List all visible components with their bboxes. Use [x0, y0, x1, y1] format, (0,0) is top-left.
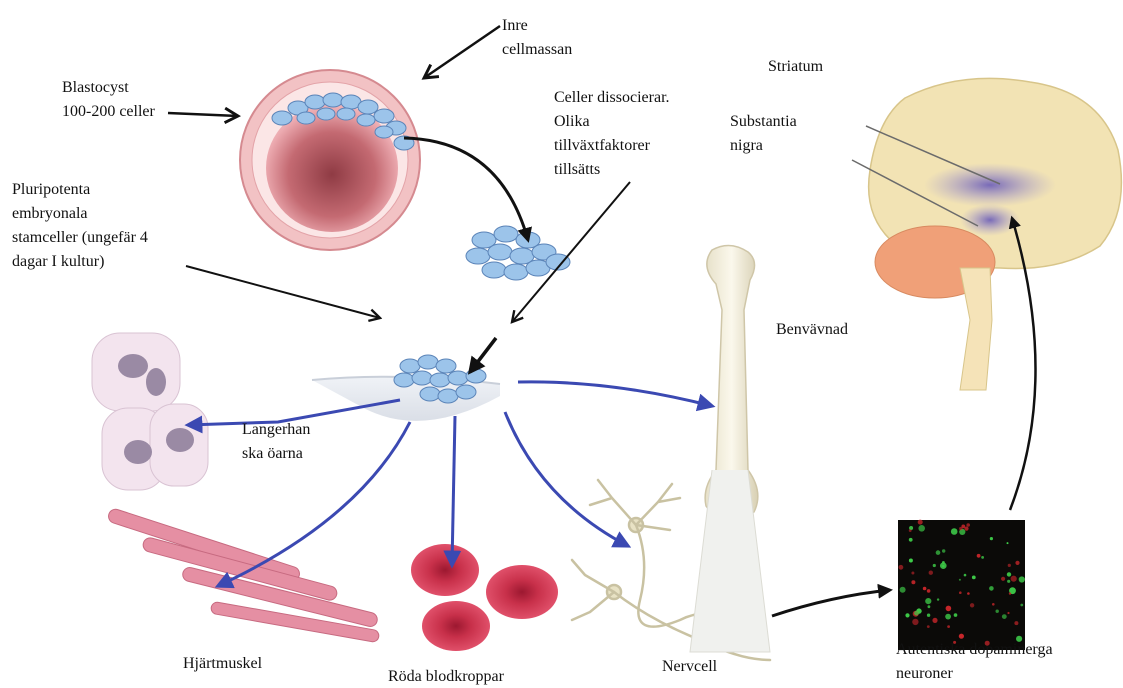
label-islets-of-langerhans: Langerhan ska öarna [242, 418, 310, 466]
fluorescence-speckle [946, 606, 952, 612]
fluorescence-speckle [928, 605, 931, 608]
fluorescence-speckle [970, 603, 974, 607]
fluorescence-speckle [918, 520, 923, 525]
fluorescence-speckle [918, 525, 925, 532]
fluorescence-speckle [927, 589, 931, 593]
fluorescence-speckle [964, 527, 968, 531]
fluorescence-speckle [1015, 561, 1019, 565]
fluorescence-speckle [981, 556, 984, 559]
label-blastocyst: Blastocyst 100-200 celler [62, 76, 155, 124]
fluorescence-speckle [1014, 621, 1018, 625]
fluorescence-speckle [909, 559, 913, 563]
fluorescence-speckle [927, 614, 930, 617]
label-striatum: Striatum [768, 55, 823, 79]
red-blood-cells-illustration [411, 544, 558, 651]
fluorescence-speckle [1019, 576, 1025, 582]
fluorescence-speckle [911, 580, 915, 584]
fluorescence-speckle [911, 572, 914, 575]
fluorescence-speckle [1009, 592, 1011, 594]
fluorescence-speckle [1007, 542, 1009, 544]
fluorescence-speckle [951, 528, 958, 535]
fluorescence-speckle [954, 613, 958, 617]
fluorescence-speckle [967, 592, 970, 595]
label-cells-dissociate: Celler dissocierar. Olika tillväxtfaktor… [554, 86, 670, 182]
fluorescence-speckle [914, 611, 919, 616]
bone-illustration [690, 245, 770, 652]
fluorescence-speckle [940, 562, 947, 569]
fluorescence-speckle [899, 565, 904, 570]
fluorescence-speckle [959, 591, 962, 594]
label-pluripotent-stem-cells: Pluripotenta embryonala stamceller (unge… [12, 178, 148, 274]
fluorescence-speckle [1002, 614, 1007, 619]
fluorescence-speckle [1007, 612, 1009, 614]
fluorescence-speckle [992, 603, 995, 606]
fluorescence-speckle [989, 586, 994, 591]
fluorescence-speckle [1001, 577, 1005, 581]
fluorescence-speckle [927, 625, 930, 628]
fluorescence-speckle [932, 618, 937, 623]
fluorescence-speckle [1007, 572, 1011, 576]
fluorescence-speckle [977, 554, 981, 558]
brain-illustration [869, 78, 1122, 390]
arrow-inner-cell-mass [424, 26, 500, 78]
label-nerve-cell: Nervcell [662, 655, 717, 679]
fluorescence-speckle [1020, 604, 1023, 607]
fluorescence-speckle [1011, 576, 1017, 582]
fluorescence-speckle [929, 571, 933, 575]
fluorescence-speckle [942, 549, 945, 552]
arrow-to-neurons [772, 590, 890, 616]
fluorescence-speckle [909, 538, 913, 542]
label-substantia-nigra: Substantia nigra [730, 110, 797, 158]
fluorescence-speckle [1007, 580, 1010, 583]
fluorescence-speckle [959, 579, 961, 581]
label-dopaminergic-neurons: Autentiska dopaminerga neuroner [896, 638, 1053, 686]
fluorescence-speckle [947, 625, 950, 628]
label-red-blood-cells: Röda blodkroppar [388, 665, 504, 688]
fluorescence-speckle [912, 619, 918, 625]
arrow-to-bone [518, 382, 712, 406]
fluorescence-speckle [1008, 564, 1011, 567]
label-inner-cell-mass: Inre cellmassan [502, 14, 572, 62]
arrow-to-blood [452, 416, 455, 565]
fluorescence-speckle [966, 523, 970, 527]
fluorescence-speckle [972, 576, 976, 580]
arrow-to-dish [470, 338, 496, 372]
islet-cells-illustration [92, 333, 208, 490]
label-heart-muscle: Hjärtmuskel [183, 652, 262, 676]
arrow-dissociation [404, 138, 528, 240]
fluorescence-speckle [925, 598, 931, 604]
fluorescence-speckle [900, 587, 906, 593]
fluorescence-speckle [905, 613, 909, 617]
fluorescence-speckle [937, 598, 939, 600]
label-bone-tissue: Benvävnad [776, 318, 848, 342]
fluorescence-speckle [964, 574, 967, 577]
fluorescence-speckle [909, 529, 912, 532]
blastocyst-illustration [240, 70, 420, 250]
fluorescence-speckle [933, 564, 936, 567]
arrow-to-nerve [505, 412, 628, 546]
fluorescence-speckle [996, 610, 999, 613]
fluorescence-speckle [990, 537, 993, 540]
arrow-blastocyst [168, 113, 238, 116]
arrow-pluripotent [186, 266, 380, 318]
fluorescence-speckle [923, 587, 927, 591]
fluorescence-speckle [936, 550, 941, 555]
dopaminergic-neurons-image [898, 520, 1025, 650]
fluorescence-speckle [945, 614, 951, 620]
